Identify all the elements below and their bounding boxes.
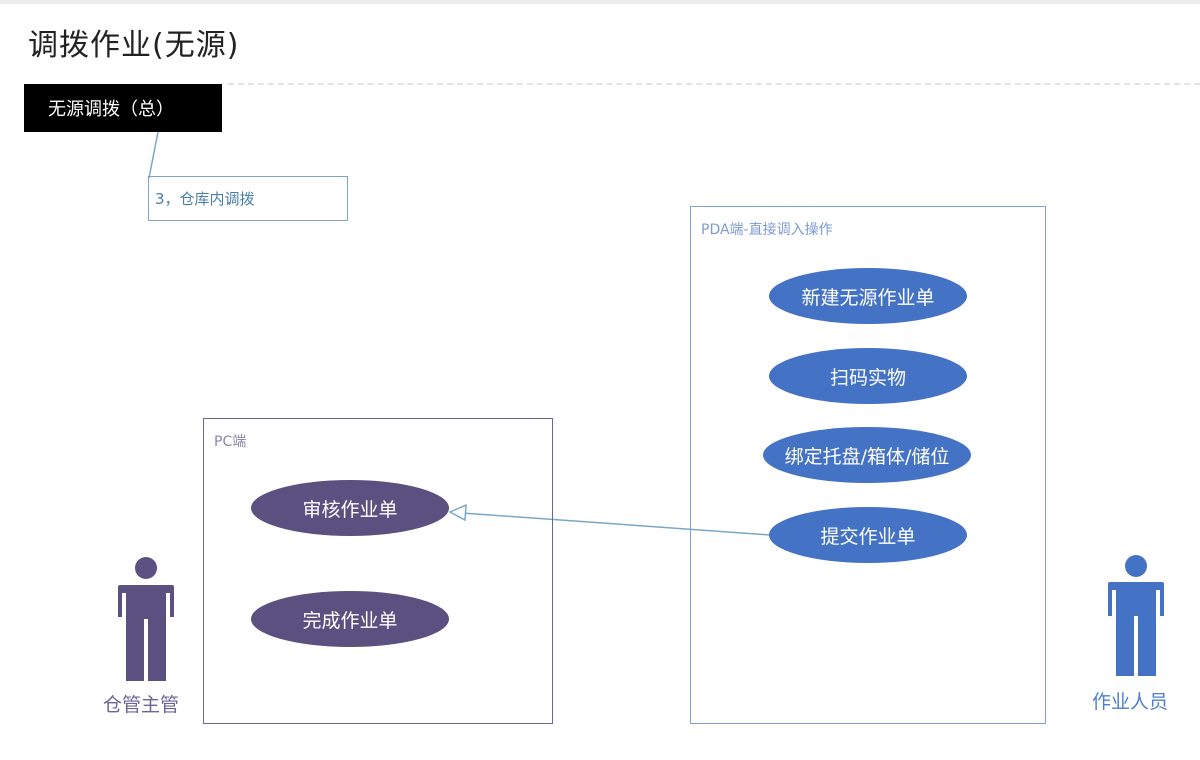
use-case-scan[interactable]: 扫码实物 <box>769 348 967 404</box>
pda-frame: PDA端-直接调入操作 <box>690 206 1046 724</box>
use-case-submit[interactable]: 提交作业单 <box>769 507 967 563</box>
pc-frame-label: PC端 <box>214 434 247 450</box>
arrowhead-icon <box>448 503 467 522</box>
use-case-review[interactable]: 审核作业单 <box>251 480 449 536</box>
use-case-create[interactable]: 新建无源作业单 <box>769 268 967 324</box>
summary-node[interactable]: 无源调拨（总） <box>24 84 222 132</box>
use-case-bind[interactable]: 绑定托盘/箱体/储位 <box>763 427 971 483</box>
actor-manager-label: 仓管主管 <box>103 694 180 716</box>
use-case-complete[interactable]: 完成作业单 <box>251 591 449 647</box>
pc-frame: PC端 <box>203 418 553 724</box>
use-case-label: 完成作业单 <box>302 609 398 632</box>
use-case-label: 提交作业单 <box>820 525 916 548</box>
summary-node-label: 无源调拨（总） <box>48 99 174 120</box>
page-title: 调拨作业(无源) <box>28 28 240 63</box>
dashed-divider <box>228 83 1200 85</box>
actor-operator-label: 作业人员 <box>1092 691 1169 713</box>
summary-connector <box>148 131 159 179</box>
submit-to-review-arrow-line <box>461 512 771 536</box>
use-case-label: 扫码实物 <box>829 366 906 389</box>
actor-operator-icon[interactable] <box>1104 554 1168 680</box>
use-case-label: 新建无源作业单 <box>801 286 935 309</box>
pda-frame-label: PDA端-直接调入操作 <box>701 222 833 238</box>
actor-manager-icon[interactable] <box>112 555 180 685</box>
use-case-label: 审核作业单 <box>302 498 398 521</box>
use-case-label: 绑定托盘/箱体/储位 <box>784 445 950 468</box>
sub-node[interactable]: 3，仓库内调拨 <box>148 176 348 221</box>
top-border <box>0 0 1200 4</box>
sub-node-label: 3，仓库内调拨 <box>155 190 255 208</box>
